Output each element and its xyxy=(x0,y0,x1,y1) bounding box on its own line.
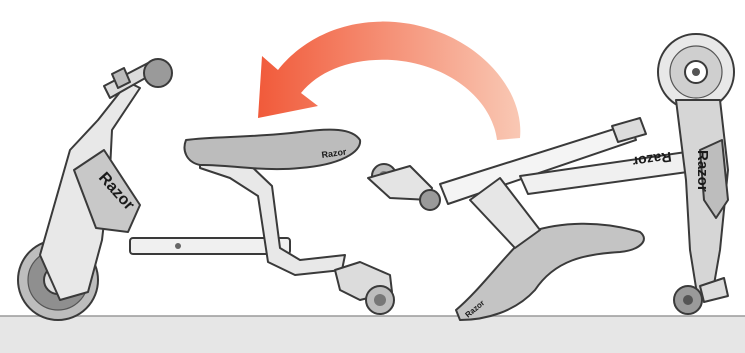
scooter-seat-mode-icon: Razor Razor xyxy=(18,59,394,320)
ground-floor xyxy=(0,316,745,353)
right-frame-brand-label: Razor xyxy=(694,150,711,192)
scooter-folding-frame-icon: Razor Razor xyxy=(368,118,702,320)
rotate-counterclockwise-arrow-icon xyxy=(258,22,520,140)
